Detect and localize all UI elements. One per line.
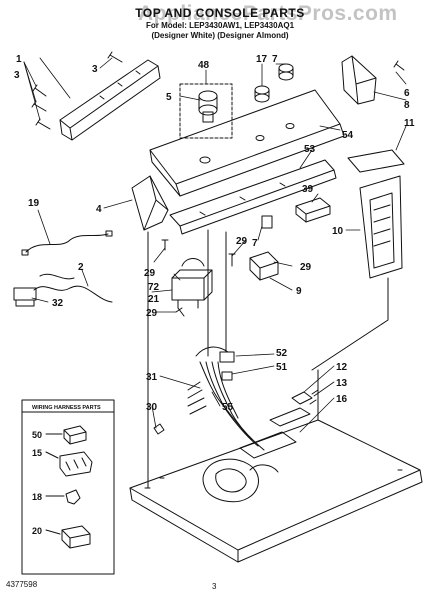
callout-part-7-mid: 7 <box>252 238 258 249</box>
watermark: AppliancePartsPros.com <box>138 2 398 25</box>
top-hinge-slots <box>239 407 311 459</box>
callout-part-54: 54 <box>342 130 354 141</box>
rear-bracket-part <box>59 59 161 141</box>
callout-part-52: 52 <box>276 348 288 359</box>
main-wiring-harness <box>187 346 279 503</box>
callout-part-17: 17 <box>256 54 268 65</box>
timer-motor-part <box>171 258 213 309</box>
knob-parts <box>254 63 294 103</box>
document-number: 4377598 <box>6 580 38 589</box>
wire-harness-2 <box>13 273 113 307</box>
end-cap-part <box>131 175 169 231</box>
screw-group <box>31 51 123 130</box>
right-hinge-bracket <box>341 55 405 105</box>
callout-part-29-d: 29 <box>146 308 158 319</box>
callout-part-19: 19 <box>28 198 40 209</box>
callout-part-51: 51 <box>276 362 288 373</box>
clip-part-30 <box>153 423 165 435</box>
callout-part-5: 5 <box>166 92 172 103</box>
callout-part-53: 53 <box>304 144 316 155</box>
callout-part-9: 9 <box>296 286 302 297</box>
callout-part-39: 39 <box>302 184 314 195</box>
model-subtitle: For Model: LEP3430AW1, LEP3430AQ1 <box>145 21 295 30</box>
callout-part-3-left: 3 <box>14 70 20 81</box>
kit-item-50: 50 <box>32 430 42 440</box>
leader-lines <box>23 57 407 433</box>
callout-part-72: 72 <box>148 282 160 293</box>
callout-part-16: 16 <box>336 394 348 405</box>
cabinet-top-part <box>129 419 423 563</box>
callout-part-55: 55 <box>222 402 234 413</box>
callout-part-6: 6 <box>404 88 410 99</box>
callout-part-29-c: 29 <box>300 262 312 273</box>
color-subtitle: (Designer White) (Designer Almond) <box>151 31 289 40</box>
callout-part-3-top: 3 <box>92 64 98 75</box>
callout-part-2: 2 <box>78 262 84 273</box>
callout-part-29-a: 29 <box>144 268 156 279</box>
wire-harness-19 <box>21 230 113 256</box>
switch-part <box>295 197 331 223</box>
callout-part-48: 48 <box>198 60 210 71</box>
timer-switch-assembly <box>249 215 279 281</box>
callout-part-29-b: 29 <box>236 236 248 247</box>
callout-part-1: 1 <box>16 54 22 65</box>
callout-part-8: 8 <box>404 100 410 111</box>
kit-box-frame <box>21 399 115 575</box>
callout-part-10: 10 <box>332 226 344 237</box>
callout-part-11: 11 <box>404 118 415 129</box>
callout-part-7-top: 7 <box>272 54 278 65</box>
callout-part-21: 21 <box>148 294 160 305</box>
kit-item-15: 15 <box>32 448 42 458</box>
overlay-frame-part <box>359 175 403 279</box>
kit-box-title: WIRING HARNESS PARTS <box>32 405 101 411</box>
kit-item-18: 18 <box>32 492 42 502</box>
callout-part-13: 13 <box>336 378 348 389</box>
callout-part-31: 31 <box>146 372 158 383</box>
page-number: 3 <box>212 582 217 591</box>
assembly-lines <box>147 229 389 489</box>
console-rail-part <box>169 159 337 235</box>
callout-part-32: 32 <box>52 298 64 309</box>
console-panel-part <box>149 89 345 197</box>
callout-part-12: 12 <box>336 362 348 373</box>
callout-part-4: 4 <box>96 204 102 215</box>
kit-item-20: 20 <box>32 526 42 536</box>
top-insert-part <box>347 149 405 173</box>
diagram-title: TOP AND CONSOLE PARTS <box>135 6 305 20</box>
lid-switch-parts <box>291 389 319 405</box>
callout-part-30: 30 <box>146 402 158 413</box>
